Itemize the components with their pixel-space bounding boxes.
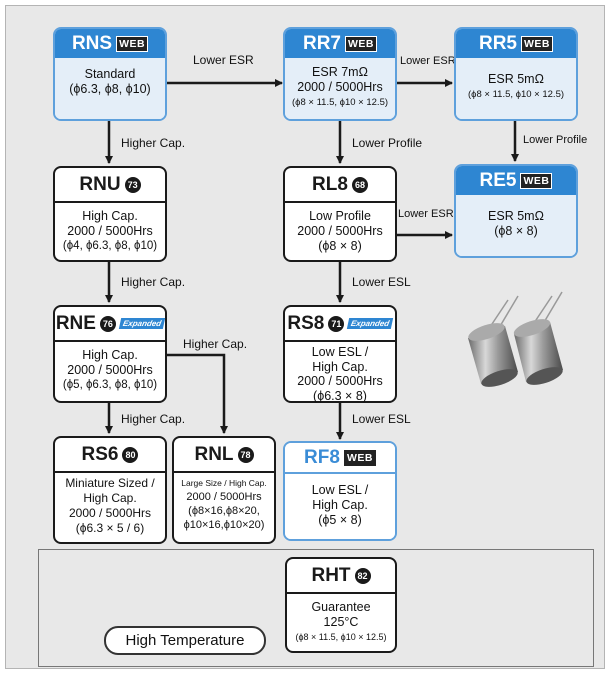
web-badge: WEB (521, 35, 553, 52)
page-number-badge: 78 (237, 446, 254, 463)
page-number-badge: 73 (124, 176, 141, 193)
page-number-badge: 82 (354, 567, 371, 584)
high-temperature-label: High Temperature (104, 626, 266, 655)
page-number-badge: 80 (122, 446, 139, 463)
label-rl8-re5: Lower ESR (398, 208, 454, 220)
label-rs8-rf8: Lower ESL (352, 412, 411, 426)
label-rnu-rne: Higher Cap. (121, 275, 186, 289)
capacitor-2 (513, 291, 563, 385)
web-badge: WEB (345, 35, 377, 52)
page-number-badge: 71 (328, 315, 345, 332)
label-rns-rr7: Lower ESR (193, 53, 254, 67)
page-number-badge: 76 (99, 315, 116, 332)
arrow-rne-rnl (167, 353, 228, 434)
capacitor-1 (468, 295, 519, 387)
label-rr7-rr5: Lower ESR (400, 55, 456, 67)
page-number-badge: 68 (351, 176, 368, 193)
web-badge: WEB (343, 449, 376, 466)
web-badge: WEB (520, 172, 553, 189)
label-rne-rnl: Higher Cap. (183, 337, 248, 351)
web-badge: WEB (116, 35, 149, 52)
label-rne-rs6: Higher Cap. (121, 412, 186, 426)
label-rr5-re5: Lower Profile (523, 134, 588, 146)
label-rr7-rl8: Lower Profile (352, 136, 423, 150)
label-rl8-rs8: Lower ESL (352, 275, 411, 289)
label-rns-rnu: Higher Cap. (121, 136, 186, 150)
